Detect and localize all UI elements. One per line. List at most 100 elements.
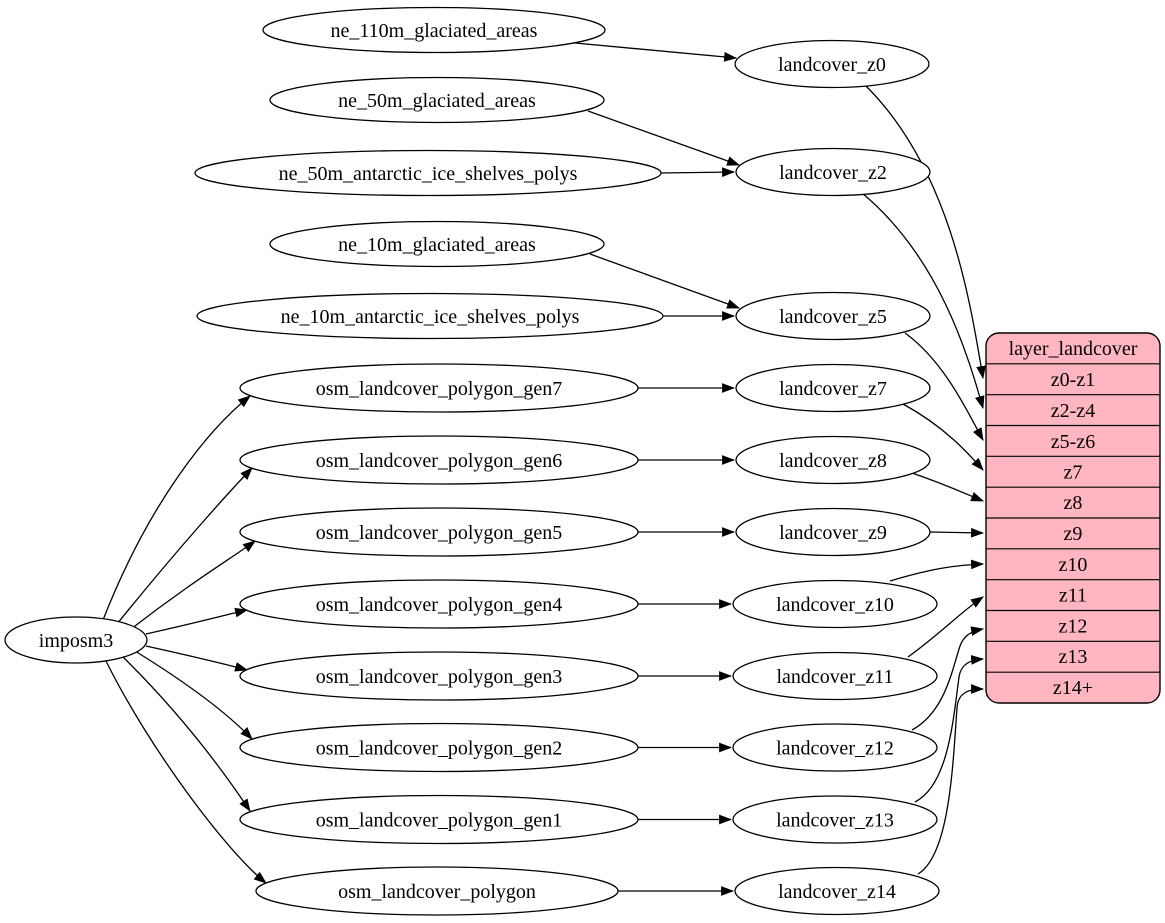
node-osm-landcover-polygon-gen5: osm_landcover_polygon_gen5 (239, 507, 639, 557)
node-landcover-z7: landcover_z7 (735, 363, 931, 413)
edge-z9-to-row-z9 (929, 527, 985, 538)
edge-imposm3-to-gen6 (116, 467, 253, 625)
osm-landcover-polygon-gen3-ellipse (239, 651, 639, 701)
osm-landcover-polygon-gen2-label: osm_landcover_polygon_gen2 (316, 738, 563, 760)
node-osm-landcover-polygon-gen3: osm_landcover_polygon_gen3 (239, 651, 639, 701)
osm-landcover-polygon-label: osm_landcover_polygon (338, 881, 536, 903)
edge-imposm3-to-gen4 (145, 607, 249, 635)
edge-imposm3-to-gen3 (145, 645, 249, 672)
imposm3-ellipse (4, 616, 148, 664)
node-osm-landcover-polygon: osm_landcover_polygon (255, 866, 619, 916)
landcover-z9-label: landcover_z9 (779, 522, 887, 544)
edge-layer (102, 42, 986, 896)
edge-ne10m-glaciated-to-z5 (589, 253, 741, 309)
node-ne-10m-glaciated-areas: ne_10m_glaciated_areas (269, 220, 605, 268)
edge-ne50m-glaciated-to-z2 (587, 110, 741, 166)
table-row-z13: z13 (1059, 646, 1088, 668)
landcover-z5-label: landcover_z5 (779, 306, 887, 328)
landcover-z10-ellipse (732, 579, 938, 629)
node-osm-landcover-polygon-gen1: osm_landcover_polygon_gen1 (239, 794, 639, 845)
table-row-z7: z7 (1064, 462, 1083, 484)
landcover-z13-label: landcover_z13 (776, 810, 894, 832)
landcover-z12-ellipse (732, 723, 938, 772)
node-osm-landcover-polygon-gen4: osm_landcover_polygon_gen4 (239, 579, 639, 629)
landcover-z2-label: landcover_z2 (779, 162, 887, 184)
osm-landcover-polygon-gen3-label: osm_landcover_polygon_gen3 (316, 666, 563, 688)
landcover-z8-label: landcover_z8 (779, 450, 887, 472)
node-landcover-z0: landcover_z0 (734, 39, 930, 89)
landcover-z0-label: landcover_z0 (778, 54, 886, 76)
table-row-z14plus: z14+ (1053, 677, 1093, 699)
table-row-z10: z10 (1059, 554, 1088, 576)
edge-imposm3-to-gen7 (102, 395, 251, 621)
node-imposm3: imposm3 (4, 616, 148, 664)
node-ne-110m-glaciated-areas: ne_110m_glaciated_areas (262, 6, 606, 54)
layer-landcover-title: layer_landcover (1009, 338, 1138, 360)
node-osm-landcover-polygon-gen2: osm_landcover_polygon_gen2 (239, 722, 639, 773)
table-row-z2-z4: z2-z4 (1051, 400, 1095, 422)
osm-landcover-polygon-gen6-label: osm_landcover_polygon_gen6 (316, 450, 563, 472)
layer-landcover-table: layer_landcover z0-z1 z2-z4 z5-z6 z7 z8 … (985, 332, 1161, 704)
table-row-z0-z1: z0-z1 (1051, 369, 1095, 391)
ne-10m-antarctic-ice-shelves-polys-ellipse (196, 292, 664, 340)
table-row-z12: z12 (1059, 616, 1088, 638)
imposm3-label: imposm3 (39, 630, 113, 652)
landcover-z14-ellipse (734, 866, 940, 916)
osm-landcover-polygon-ellipse (255, 866, 619, 916)
osm-landcover-polygon-gen4-label: osm_landcover_polygon_gen4 (316, 594, 563, 616)
osm-landcover-polygon-gen4-ellipse (239, 579, 639, 629)
landcover-z8-ellipse (735, 435, 931, 485)
ne-10m-glaciated-areas-label: ne_10m_glaciated_areas (338, 234, 536, 256)
landcover-z9-ellipse (735, 507, 931, 557)
node-landcover-z5: landcover_z5 (735, 291, 931, 341)
ne-10m-glaciated-areas-ellipse (269, 220, 605, 268)
node-ne-10m-antarctic-ice-shelves-polys: ne_10m_antarctic_ice_shelves_polys (196, 292, 664, 340)
edge-imposm3-to-gen2 (134, 650, 253, 740)
landcover-z12-label: landcover_z12 (776, 738, 894, 760)
node-landcover-z14: landcover_z14 (734, 866, 940, 916)
node-landcover-z10: landcover_z10 (732, 579, 938, 629)
osm-landcover-polygon-gen5-label: osm_landcover_polygon_gen5 (316, 522, 563, 544)
table-row-z8: z8 (1064, 492, 1083, 514)
table-row-z9: z9 (1064, 523, 1083, 545)
edge-ne50m-antarctic-to-z2 (660, 167, 736, 178)
osm-landcover-polygon-gen2-ellipse (239, 722, 639, 773)
edge-z10-to-row-z10 (889, 559, 985, 582)
landcover-z5-ellipse (735, 291, 931, 341)
landcover-z7-label: landcover_z7 (779, 378, 887, 400)
table-row-z5-z6: z5-z6 (1051, 431, 1095, 453)
table-row-z11: z11 (1059, 585, 1087, 607)
edge-z11-to-row-z11 (907, 596, 984, 658)
landcover-z2-ellipse (735, 147, 931, 197)
edge-imposm3-to-gen1 (121, 655, 251, 812)
edge-z7-to-row-z7 (902, 403, 984, 471)
landcover-z7-ellipse (735, 363, 931, 413)
osm-landcover-polygon-gen5-ellipse (239, 507, 639, 557)
edge-z14-to-row-z14plus (917, 684, 985, 875)
osm-landcover-polygon-gen7-label: osm_landcover_polygon_gen7 (316, 378, 563, 400)
landcover-z10-label: landcover_z10 (776, 594, 894, 616)
edge-z5-to-row-z5-z6 (904, 332, 984, 441)
osm-landcover-polygon-gen6-ellipse (239, 435, 639, 485)
osm-landcover-polygon-gen1-label: osm_landcover_polygon_gen1 (316, 810, 563, 832)
landcover-z0-ellipse (734, 39, 930, 89)
edge-z8-to-row-z8 (911, 472, 985, 502)
node-landcover-z11: landcover_z11 (732, 651, 938, 701)
node-landcover-z12: landcover_z12 (732, 723, 938, 772)
ne-110m-glaciated-areas-ellipse (262, 6, 606, 54)
landcover-z13-ellipse (732, 795, 938, 844)
landcover-z11-label: landcover_z11 (777, 666, 894, 688)
edge-imposm3-to-polygon (105, 660, 267, 884)
node-landcover-z13: landcover_z13 (732, 795, 938, 844)
node-ne-50m-glaciated-areas: ne_50m_glaciated_areas (269, 76, 605, 124)
node-landcover-z8: landcover_z8 (735, 435, 931, 485)
edge-z12-to-row-z12 (911, 626, 985, 731)
landcover-z14-label: landcover_z14 (778, 881, 896, 903)
ne-50m-antarctic-ice-shelves-polys-ellipse (194, 149, 662, 197)
ne-10m-antarctic-ice-shelves-polys-label: ne_10m_antarctic_ice_shelves_polys (281, 306, 580, 328)
edge-imposm3-to-gen5 (130, 540, 256, 630)
ne-110m-glaciated-areas-label: ne_110m_glaciated_areas (331, 20, 538, 42)
node-osm-landcover-polygon-gen7: osm_landcover_polygon_gen7 (239, 363, 639, 413)
